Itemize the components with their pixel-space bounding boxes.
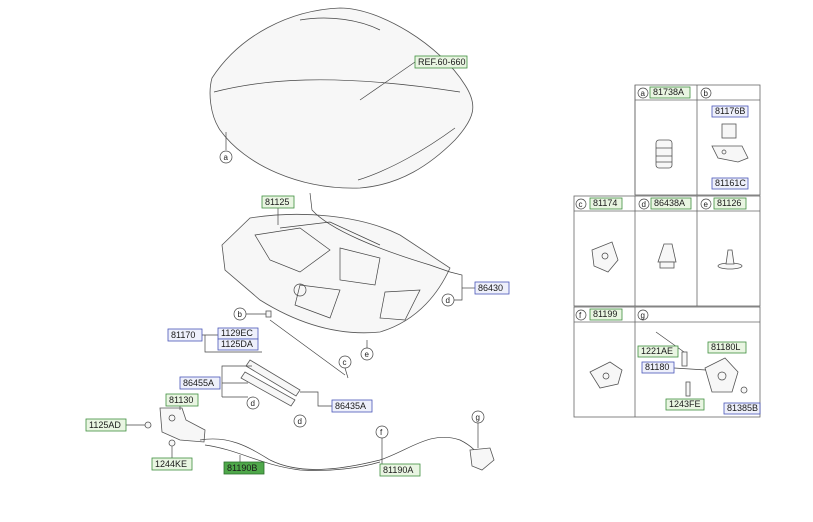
callout-d-seal-2: d [293,414,307,428]
svg-text:1125DA: 1125DA [221,339,253,349]
label-81125: 81125 [261,195,295,209]
hood-panel [209,7,474,189]
svg-text:1129EC: 1129EC [221,328,253,338]
svg-text:1125AD: 1125AD [89,420,121,430]
label-86430: 86430 [474,281,510,295]
svg-text:81170: 81170 [171,330,195,340]
stay-clip-icon [591,241,619,273]
hood-latch [159,407,206,443]
svg-text:f: f [579,311,582,320]
svg-text:1243FE: 1243FE [669,399,701,409]
label-1129ec: 1129EC [217,327,259,340]
clip-bracket-icon [711,123,749,163]
svg-text:b: b [704,89,709,98]
svg-text:a: a [224,153,229,162]
label-1125ad: 1125AD [85,418,127,432]
label-ref-60-660: REF.60-660 [414,55,468,69]
cell-b-header: b [700,87,712,99]
svg-text:c: c [343,358,347,367]
svg-text:81176B: 81176B [715,106,745,116]
svg-text:d: d [251,399,255,408]
svg-text:86438A: 86438A [654,198,685,208]
label-81190b: 81190B [223,461,265,475]
label-86435a: 86435A [331,399,373,413]
bumper-stop-icon [655,139,673,169]
callout-g-handle: g [471,410,485,424]
svg-text:81174: 81174 [593,198,617,208]
svg-text:86430: 86430 [478,283,503,293]
callout-d-weatherstrip: d [441,293,455,307]
svg-text:81180: 81180 [645,362,669,372]
svg-text:d: d [642,200,646,209]
label-81385b: 81385B [723,402,761,415]
release-handle-icon [681,351,748,397]
label-86455a: 86455A [179,376,221,390]
svg-text:f: f [380,428,383,437]
cell-f-header: f 81199 [575,308,623,321]
svg-text:d: d [446,296,450,305]
svg-text:81738A: 81738A [653,87,684,97]
hood-inner-panel [221,213,451,334]
svg-text:a: a [641,89,646,98]
svg-text:g: g [476,413,480,422]
svg-text:1244KE: 1244KE [155,459,187,469]
callout-d-seal: d [246,396,260,410]
svg-text:REF.60-660: REF.60-660 [418,57,466,67]
cell-a-header: a 81738A [637,86,691,99]
label-1221ae: 1221AE [637,345,679,358]
cell-c-header: c 81174 [575,197,623,210]
svg-text:81126: 81126 [717,198,741,208]
svg-text:d: d [298,417,302,426]
label-1125da: 1125DA [217,338,259,351]
label-1243fe: 1243FE [665,398,705,411]
cell-e-header: e 81126 [700,197,747,210]
parts-table [573,84,761,418]
callout-c-stay: c [338,355,352,369]
svg-text:81180L: 81180L [711,342,740,352]
label-81190a: 81190A [379,463,421,477]
retainer-clip-icon [657,243,677,269]
cell-g-header: g [637,309,649,321]
svg-text:81190B: 81190B [227,463,257,473]
callout-f-cable: f [375,425,389,439]
svg-text:81125: 81125 [265,197,289,207]
svg-text:e: e [704,200,709,209]
callout-e-panel: e [360,347,374,361]
svg-text:g: g [641,311,645,320]
label-81130: 81130 [165,393,199,407]
callout-b-stay: b [233,307,247,321]
cable-clip-icon [589,361,623,389]
label-81176b: 81176B [711,105,749,118]
label-1244ke: 1244KE [151,457,193,471]
svg-text:b: b [238,310,243,319]
svg-text:81385B: 81385B [727,403,758,413]
label-81180l: 81180L [707,341,747,354]
svg-text:81130: 81130 [169,395,193,405]
svg-text:81190A: 81190A [383,465,413,475]
callout-a-hood: a [219,150,233,164]
label-81161c: 81161C [711,177,749,190]
svg-text:86435A: 86435A [335,401,366,411]
svg-text:86455A: 86455A [183,378,214,388]
svg-text:81199: 81199 [593,309,617,319]
svg-text:e: e [365,350,370,359]
label-81180: 81180 [641,361,675,374]
svg-text:1221AE: 1221AE [641,346,673,356]
svg-text:c: c [579,200,583,209]
svg-text:81161C: 81161C [715,178,746,188]
cell-d-header: d 86438A [638,197,692,210]
label-81170: 81170 [167,328,203,342]
push-pin-icon [717,249,743,270]
